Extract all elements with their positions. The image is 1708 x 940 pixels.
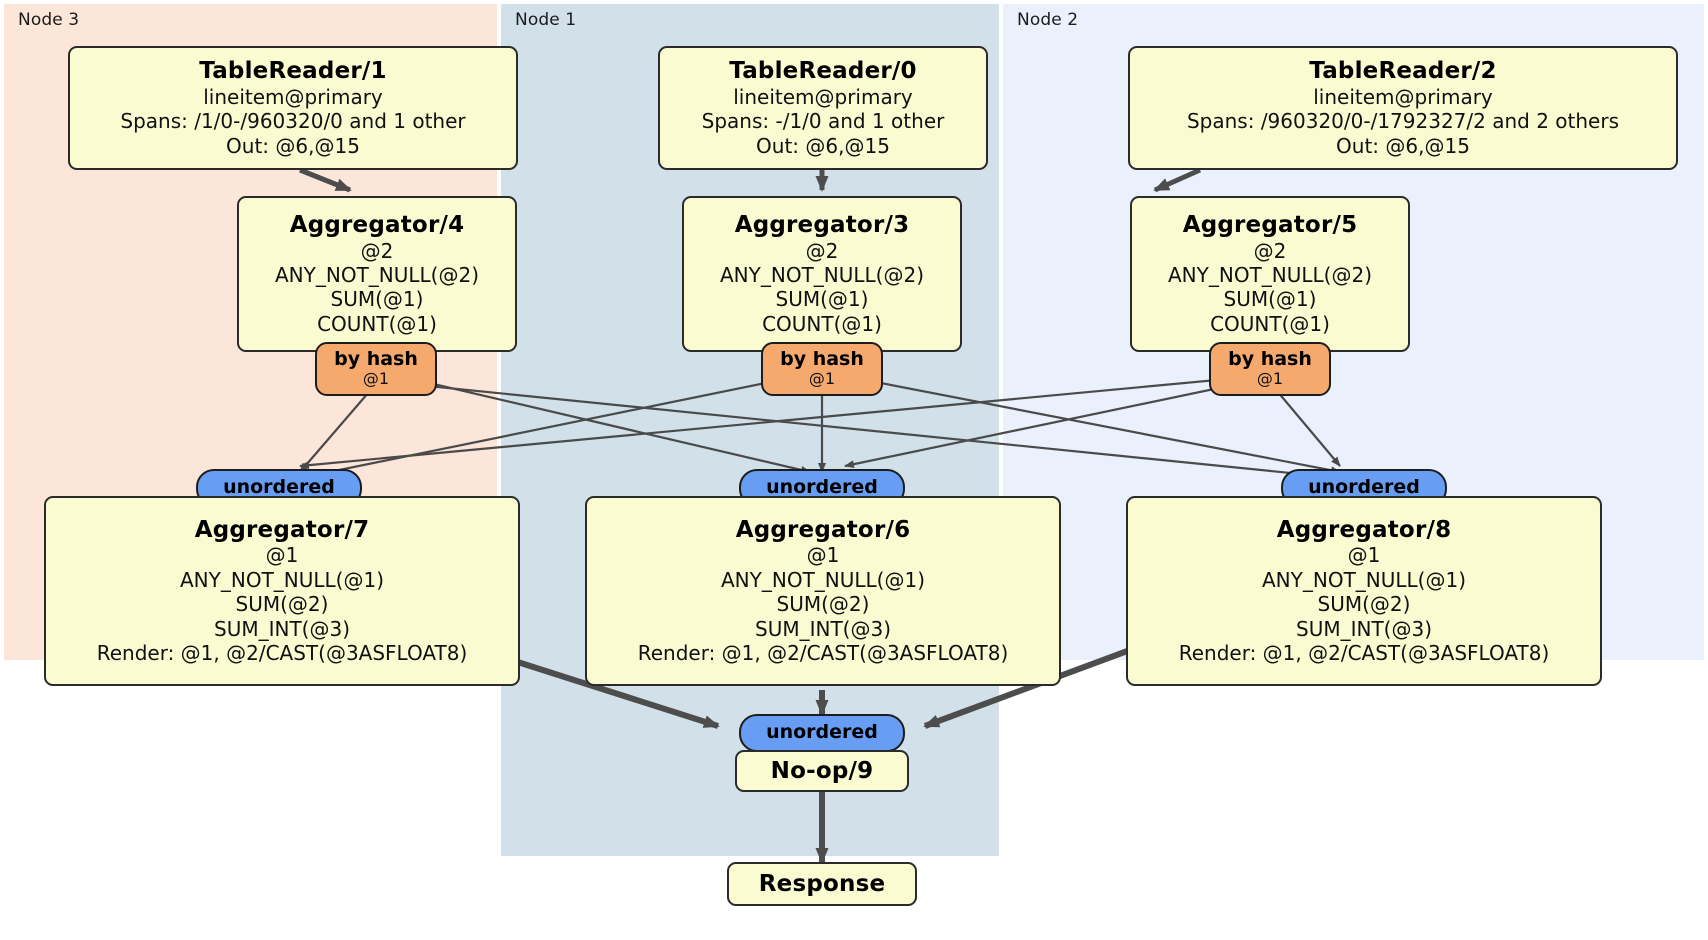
aggregator-7-title: Aggregator/7 xyxy=(194,516,370,543)
no-op-9-title: No-op/9 xyxy=(770,757,874,784)
table-reader-1-table: lineitem@primary xyxy=(203,84,383,109)
aggregator-8-group: @1 xyxy=(1347,543,1381,568)
table-reader-1-box[interactable]: TableReader/1 lineitem@primary Spans: /1… xyxy=(68,46,518,170)
table-reader-0-box[interactable]: TableReader/0 lineitem@primary Spans: -/… xyxy=(658,46,988,170)
aggregator-7-render: Render: @1, @2/CAST(@3ASFLOAT8) xyxy=(96,641,468,666)
aggregator-3-title: Aggregator/3 xyxy=(734,211,910,238)
aggregator-7-box[interactable]: Aggregator/7 @1 ANY_NOT_NULL(@1) SUM(@2)… xyxy=(44,496,520,686)
aggregator-6-group: @1 xyxy=(806,543,840,568)
table-reader-0-title: TableReader/0 xyxy=(729,57,917,84)
aggregator-6-func-1: ANY_NOT_NULL(@1) xyxy=(721,567,925,592)
by-hash-label-node1: by hash xyxy=(780,348,864,371)
unordered-label-final: unordered xyxy=(766,721,878,744)
aggregator-6-func-3: SUM_INT(@3) xyxy=(755,616,891,641)
aggregator-5-func-2: SUM(@1) xyxy=(1223,287,1317,312)
aggregator-4-group: @2 xyxy=(360,238,394,263)
by-hash-badge-node3[interactable]: by hash @1 xyxy=(315,342,437,396)
unordered-label-node2: unordered xyxy=(1308,476,1420,499)
aggregator-5-func-3: COUNT(@1) xyxy=(1210,311,1330,336)
aggregator-7-func-3: SUM_INT(@3) xyxy=(214,616,350,641)
aggregator-4-func-1: ANY_NOT_NULL(@2) xyxy=(275,263,479,288)
table-reader-1-out: Out: @6,@15 xyxy=(226,133,360,158)
aggregator-4-func-2: SUM(@1) xyxy=(330,287,424,312)
table-reader-2-spans: Spans: /960320/0-/1792327/2 and 2 others xyxy=(1186,109,1619,134)
by-hash-column-node3: @1 xyxy=(362,369,390,389)
panel-label-node2: Node 2 xyxy=(1017,10,1079,30)
aggregator-4-box[interactable]: Aggregator/4 @2 ANY_NOT_NULL(@2) SUM(@1)… xyxy=(237,196,517,352)
table-reader-2-title: TableReader/2 xyxy=(1309,57,1497,84)
aggregator-6-title: Aggregator/6 xyxy=(735,516,911,543)
response-title: Response xyxy=(758,870,886,897)
by-hash-label-node3: by hash xyxy=(334,348,418,371)
aggregator-8-title: Aggregator/8 xyxy=(1276,516,1452,543)
aggregator-5-title: Aggregator/5 xyxy=(1182,211,1358,238)
aggregator-5-box[interactable]: Aggregator/5 @2 ANY_NOT_NULL(@2) SUM(@1)… xyxy=(1130,196,1410,352)
aggregator-3-box[interactable]: Aggregator/3 @2 ANY_NOT_NULL(@2) SUM(@1)… xyxy=(682,196,962,352)
aggregator-7-group: @1 xyxy=(265,543,299,568)
aggregator-8-func-2: SUM(@2) xyxy=(1317,592,1411,617)
aggregator-6-func-2: SUM(@2) xyxy=(776,592,870,617)
unordered-badge-final[interactable]: unordered xyxy=(739,714,905,752)
table-reader-1-title: TableReader/1 xyxy=(199,57,387,84)
aggregator-6-box[interactable]: Aggregator/6 @1 ANY_NOT_NULL(@1) SUM(@2)… xyxy=(585,496,1061,686)
aggregator-5-group: @2 xyxy=(1253,238,1287,263)
aggregator-7-func-2: SUM(@2) xyxy=(235,592,329,617)
by-hash-badge-node1[interactable]: by hash @1 xyxy=(761,342,883,396)
unordered-label-node3: unordered xyxy=(223,476,335,499)
aggregator-7-func-1: ANY_NOT_NULL(@1) xyxy=(180,567,384,592)
no-op-9-box[interactable]: No-op/9 xyxy=(735,750,909,792)
table-reader-0-out: Out: @6,@15 xyxy=(756,133,890,158)
aggregator-3-func-3: COUNT(@1) xyxy=(762,311,882,336)
by-hash-label-node2: by hash xyxy=(1228,348,1312,371)
aggregator-6-render: Render: @1, @2/CAST(@3ASFLOAT8) xyxy=(637,641,1009,666)
panel-label-node3: Node 3 xyxy=(18,10,80,30)
aggregator-8-func-3: SUM_INT(@3) xyxy=(1296,616,1432,641)
table-reader-0-table: lineitem@primary xyxy=(733,84,913,109)
aggregator-4-func-3: COUNT(@1) xyxy=(317,311,437,336)
table-reader-0-spans: Spans: -/1/0 and 1 other xyxy=(701,109,945,134)
by-hash-badge-node2[interactable]: by hash @1 xyxy=(1209,342,1331,396)
aggregator-3-func-2: SUM(@1) xyxy=(775,287,869,312)
aggregator-8-func-1: ANY_NOT_NULL(@1) xyxy=(1262,567,1466,592)
aggregator-3-func-1: ANY_NOT_NULL(@2) xyxy=(720,263,924,288)
table-reader-1-spans: Spans: /1/0-/960320/0 and 1 other xyxy=(120,109,466,134)
aggregator-3-group: @2 xyxy=(805,238,839,263)
aggregator-4-title: Aggregator/4 xyxy=(289,211,465,238)
table-reader-2-table: lineitem@primary xyxy=(1313,84,1493,109)
table-reader-2-box[interactable]: TableReader/2 lineitem@primary Spans: /9… xyxy=(1128,46,1678,170)
aggregator-8-render: Render: @1, @2/CAST(@3ASFLOAT8) xyxy=(1178,641,1550,666)
by-hash-column-node2: @1 xyxy=(1256,369,1284,389)
aggregator-5-func-1: ANY_NOT_NULL(@2) xyxy=(1168,263,1372,288)
by-hash-column-node1: @1 xyxy=(808,369,836,389)
panel-label-node1: Node 1 xyxy=(515,10,577,30)
unordered-label-node1: unordered xyxy=(766,476,878,499)
table-reader-2-out: Out: @6,@15 xyxy=(1336,133,1470,158)
response-box[interactable]: Response xyxy=(727,862,917,906)
aggregator-8-box[interactable]: Aggregator/8 @1 ANY_NOT_NULL(@1) SUM(@2)… xyxy=(1126,496,1602,686)
